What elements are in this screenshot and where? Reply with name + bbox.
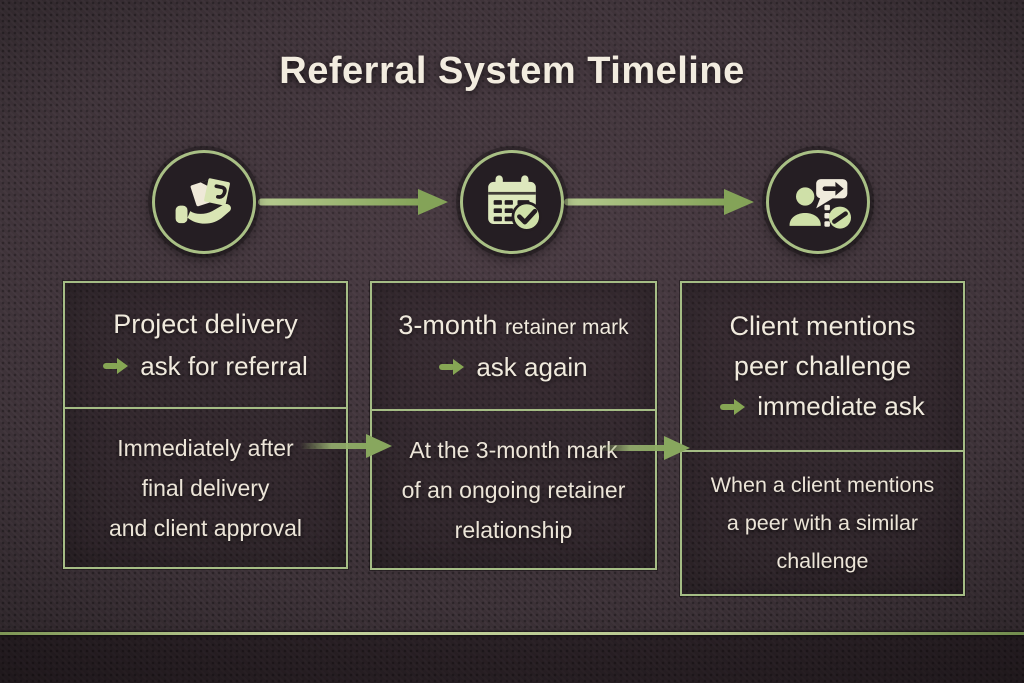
stage3-icon-circle	[766, 150, 870, 254]
stage2-trigger-section: 3-month retainer mark ask again	[372, 283, 655, 409]
right-arrow-icon	[439, 359, 464, 375]
stage3-header-line2: peer challenge	[733, 351, 912, 381]
card-link-arrow-2	[598, 436, 690, 460]
stage1-timing-section: Immediately after final delivery and cli…	[65, 407, 346, 567]
timing-line: challenge	[776, 549, 869, 573]
stage2-card: 3-month retainer mark ask again At the 3…	[370, 281, 657, 570]
stage1-icon-circle	[152, 150, 256, 254]
stage3-action-row: immediate ask	[720, 391, 925, 422]
stage2-header-main: 3-month	[398, 309, 498, 340]
footer-shade	[0, 635, 1024, 683]
timing-line: relationship	[454, 516, 573, 543]
stage3-timing-section: When a client mentions a peer with a sim…	[682, 450, 963, 594]
stage2-timing-section: At the 3-month mark of an ongoing retain…	[372, 409, 655, 568]
stage3-trigger-section: Client mentions peer challenge immediate…	[682, 283, 963, 450]
stage2-action-row: ask again	[439, 352, 587, 383]
footer-divider-line	[0, 632, 1024, 635]
timing-line: a peer with a similar	[726, 511, 919, 535]
right-arrow-icon	[720, 399, 745, 415]
stage2-header: 3-month retainer mark	[398, 310, 628, 341]
stage3-card: Client mentions peer challenge immediate…	[680, 281, 965, 596]
timing-line: of an ongoing retainer	[401, 476, 626, 503]
flow-arrow-1	[258, 189, 448, 215]
hand-delivery-icon	[175, 178, 231, 224]
timing-line: and client approval	[108, 515, 303, 541]
card-link-arrow-1	[300, 434, 392, 458]
stage1-header: Project delivery	[113, 308, 298, 339]
stage2-action: ask again	[476, 351, 588, 382]
timing-line: final delivery	[141, 475, 270, 501]
timing-line: Immediately after	[117, 435, 294, 461]
page-title: Referral System Timeline	[279, 50, 745, 92]
stage1-trigger-section: Project delivery ask for referral	[65, 283, 346, 407]
client-conversation-icon	[789, 179, 851, 229]
stage2-icon-circle	[460, 150, 564, 254]
timing-line: When a client mentions	[710, 473, 935, 497]
stage1-card: Project delivery ask for referral Immedi…	[63, 281, 348, 569]
calendar-check-icon	[488, 175, 542, 232]
timing-line: At the 3-month mark	[409, 436, 618, 463]
right-arrow-icon	[103, 358, 128, 374]
stage1-action-row: ask for referral	[103, 351, 308, 382]
stage1-action: ask for referral	[140, 350, 308, 381]
stage3-header-line1: Client mentions	[729, 311, 916, 341]
flow-arrow-2	[564, 189, 754, 215]
stage2-header-small: retainer mark	[504, 315, 629, 339]
stage3-action: immediate ask	[757, 391, 925, 421]
